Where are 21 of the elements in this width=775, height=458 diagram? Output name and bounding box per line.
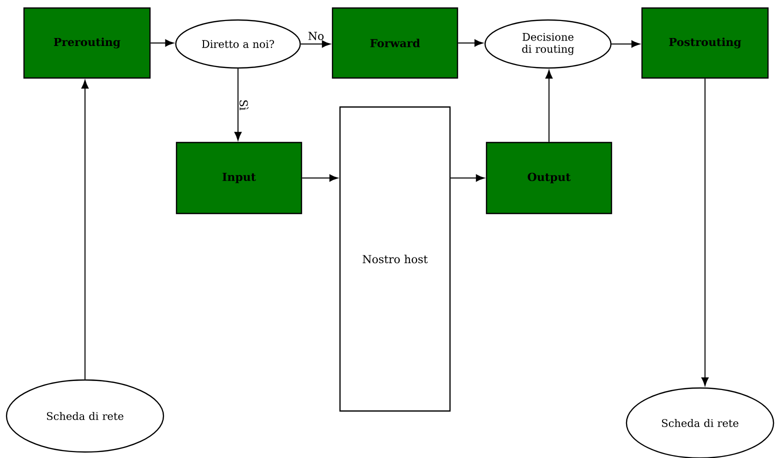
- process-box: Forward: [332, 7, 458, 79]
- arrow: [302, 174, 338, 182]
- arrow: [150, 39, 174, 47]
- arrow: [545, 70, 553, 142]
- arrow: [234, 68, 242, 140]
- process-box: Input: [176, 142, 302, 214]
- ellipse-node: Scheda di rete: [6, 379, 164, 453]
- edge-label: No: [308, 32, 324, 40]
- edge-label: Sì: [240, 100, 248, 110]
- arrow: [701, 78, 709, 386]
- arrow: [81, 80, 89, 380]
- arrow: [300, 40, 330, 48]
- host-box: Nostro host: [339, 106, 451, 412]
- arrow: [458, 39, 484, 47]
- process-box: Output: [486, 142, 612, 214]
- arrow: [611, 40, 640, 48]
- arrow: [450, 174, 484, 182]
- ellipse-node: Diretto a noi?: [175, 19, 301, 69]
- process-box: Postrouting: [641, 7, 769, 79]
- process-box: Prerouting: [23, 7, 151, 79]
- ellipse-node: Decisione di routing: [484, 19, 612, 69]
